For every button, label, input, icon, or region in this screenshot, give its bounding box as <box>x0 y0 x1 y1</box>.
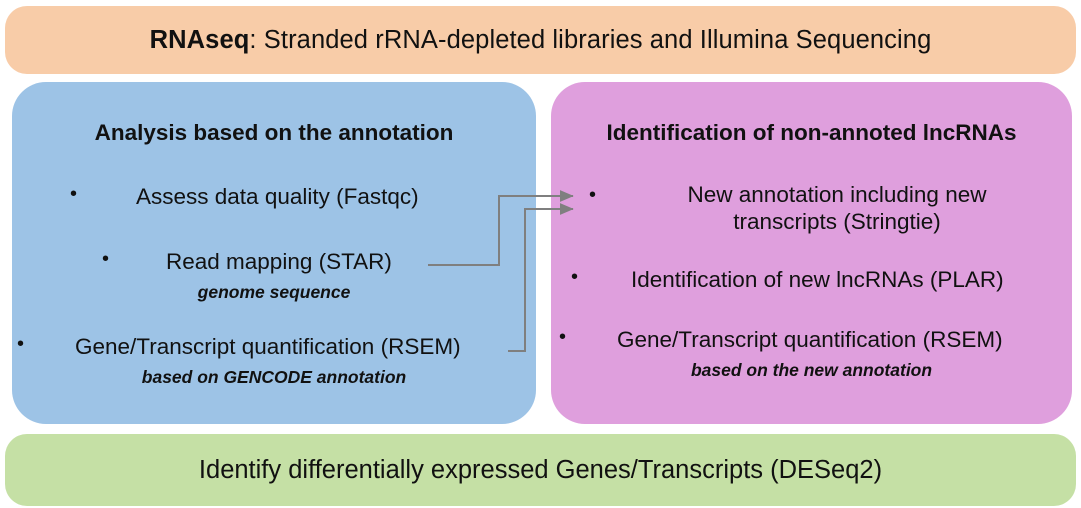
bullet-icon <box>589 185 605 205</box>
left-panel-item-2-label: Read mapping (STAR) <box>166 249 392 274</box>
right-panel-item-3-subtext: based on the new annotation <box>690 360 933 380</box>
footer-banner: Identify differentially expressed Genes/… <box>5 434 1076 506</box>
left-panel-title: Analysis based on the annotation <box>94 120 454 145</box>
right-panel-lncrna-identification: Identification of non-annoted lncRNAs Ne… <box>551 82 1072 424</box>
left-panel-item-3-subtext: based on GENCODE annotation <box>141 367 407 387</box>
bullet-icon <box>70 184 86 204</box>
header-title: RNAseq: Stranded rRNA-depleted libraries… <box>150 26 932 55</box>
left-panel-item-1: Assess data quality (Fastqc) <box>70 184 419 211</box>
right-panel-item-2-label: Identification of new lncRNAs (PLAR) <box>631 267 1004 292</box>
left-panel-annotation-analysis: Analysis based on the annotation Assess … <box>12 82 536 424</box>
footer-title: Identify differentially expressed Genes/… <box>198 455 883 484</box>
bullet-icon <box>559 327 575 347</box>
bullet-icon <box>17 334 33 354</box>
bullet-icon <box>102 249 118 269</box>
header-title-rest: : Stranded rRNA-depleted libraries and I… <box>249 25 932 54</box>
right-panel-item-3: Gene/Transcript quantification (RSEM) <box>559 327 1003 354</box>
left-panel-item-3-label: Gene/Transcript quantification (RSEM) <box>75 334 461 359</box>
right-panel-item-1: New annotation including new transcripts… <box>589 182 1039 235</box>
right-panel-title: Identification of non-annoted lncRNAs <box>606 120 1017 145</box>
left-panel-item-1-label: Assess data quality (Fastqc) <box>136 184 419 209</box>
bullet-icon <box>571 267 587 287</box>
header-banner: RNAseq: Stranded rRNA-depleted libraries… <box>5 6 1076 74</box>
right-panel-item-3-label: Gene/Transcript quantification (RSEM) <box>617 327 1003 352</box>
left-panel-item-3: Gene/Transcript quantification (RSEM) <box>17 334 461 361</box>
left-panel-item-2-subtext: genome sequence <box>197 282 351 302</box>
right-panel-item-1-label: New annotation including new transcripts… <box>687 182 987 234</box>
left-panel-item-2: Read mapping (STAR) <box>102 249 392 276</box>
right-panel-item-2: Identification of new lncRNAs (PLAR) <box>571 267 1004 294</box>
header-title-strong: RNAseq <box>149 25 250 54</box>
